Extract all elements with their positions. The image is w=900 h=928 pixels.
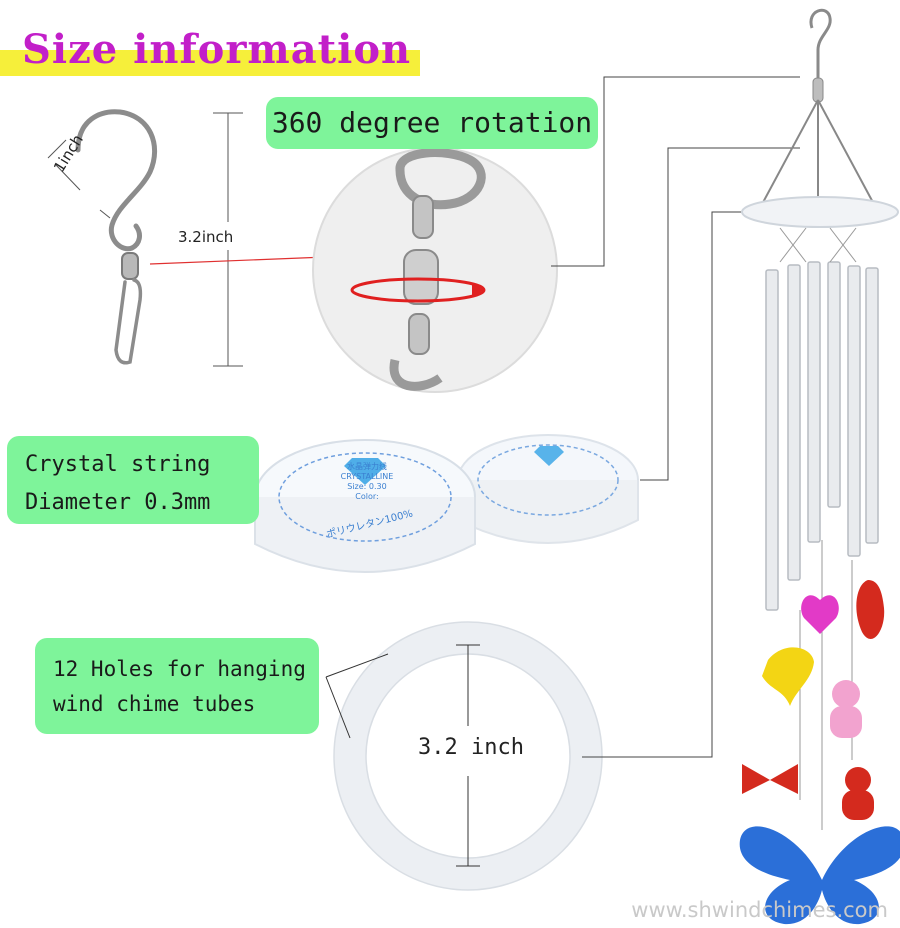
heart-love-ornament [801, 595, 839, 634]
rotation-leader-line [551, 76, 800, 267]
dolphin-ornament [762, 647, 814, 706]
spool-label-line1: 水晶弹力线 [347, 462, 387, 471]
wind-chime [739, 8, 900, 925]
hook-length-label: 3.2inch [178, 228, 234, 246]
title-highlight-bar [0, 50, 420, 76]
swivel-closeup [312, 147, 558, 393]
spool-label-line2: CRYSTALLINE [340, 472, 394, 481]
crystal-diameter-label: Diameter 0.3mm [25, 490, 211, 515]
page-title: Size information [22, 26, 412, 73]
holes-callout: 12 Holes for hanging wind chime tubes [35, 638, 319, 734]
string-spool-back [457, 434, 639, 544]
holes-label-line2: wind chime tubes [53, 692, 256, 716]
spool-label: 水晶弹力线 CRYSTALLINE Size: 0.30 Color: [332, 462, 402, 502]
spool-label-line4: Color: [355, 492, 379, 501]
red-heart-ornament [856, 580, 885, 639]
bow-ornament [742, 764, 798, 794]
rotation-callout: 360 degree rotation [266, 97, 598, 149]
watermark: www.shwindchimes.com [631, 898, 888, 922]
spool-label-line3: Size: 0.30 [347, 482, 387, 491]
crystal-string-label: Crystal string [25, 452, 211, 477]
hook-icon [75, 109, 157, 365]
butterfly-ornament [739, 826, 900, 925]
holes-label-line1: 12 Holes for hanging [53, 657, 306, 681]
teddy-bear-pink-ornament [830, 680, 862, 738]
ring-diameter-label: 3.2 inch [418, 735, 524, 760]
crystal-string-callout: Crystal string Diameter 0.3mm [7, 436, 259, 524]
hook-measure-lines [47, 112, 243, 367]
teddy-bear-red-ornament [842, 767, 874, 820]
string-spool-front [254, 439, 476, 573]
ring-measure-lines [325, 644, 480, 867]
string-leader-line [640, 147, 800, 481]
